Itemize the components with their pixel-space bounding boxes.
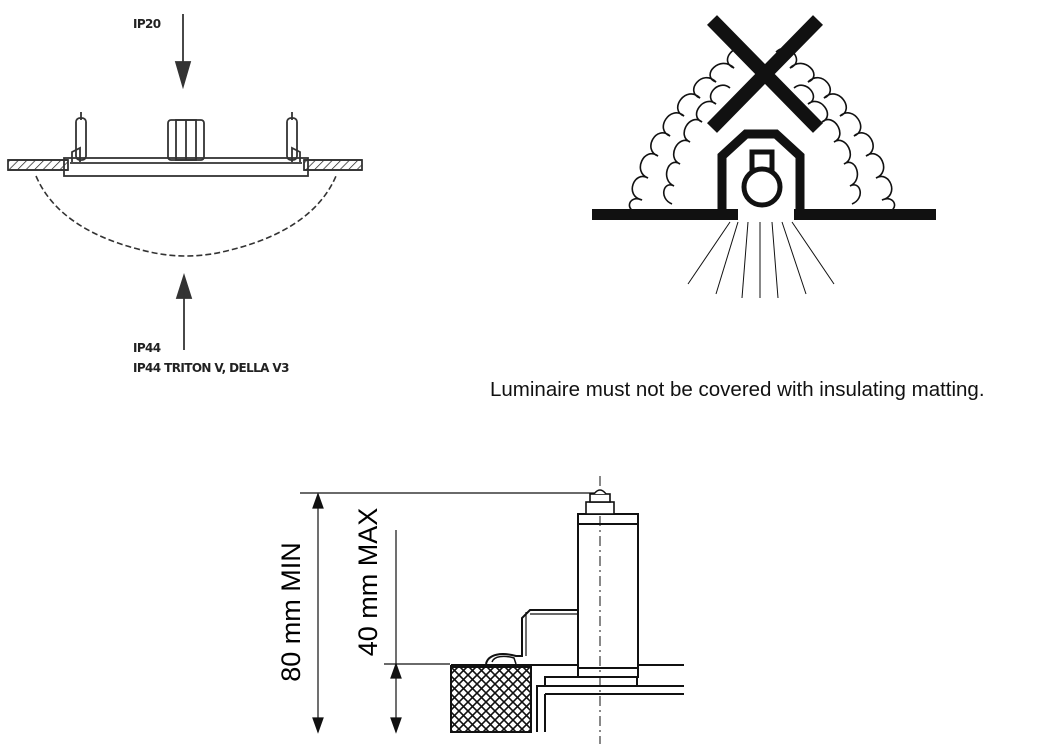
spring-bracket bbox=[485, 609, 580, 665]
insulation-coil-left bbox=[628, 47, 749, 215]
light-rays bbox=[687, 221, 835, 299]
ip-top-arrow bbox=[174, 14, 192, 90]
ip-bottom-sublabel: IP44 TRITON V, DELLA V3 bbox=[133, 361, 289, 375]
insulation-block bbox=[450, 665, 532, 733]
ip-bottom-label: IP44 bbox=[133, 341, 161, 355]
prohibited-x-icon bbox=[707, 15, 823, 133]
lamp-bulb-icon bbox=[741, 149, 783, 208]
ceiling-board-left bbox=[592, 209, 738, 220]
dimension-40mm-label: 40 mm MAX bbox=[353, 508, 383, 657]
diffuser-dome bbox=[35, 175, 337, 257]
screw-head-icon bbox=[585, 489, 615, 515]
dimension-80mm-line bbox=[300, 492, 598, 734]
luminaire-housing bbox=[717, 129, 805, 216]
ceiling-slab bbox=[7, 159, 363, 171]
insulation-coil-right bbox=[775, 47, 896, 215]
mounting-clips bbox=[75, 112, 298, 161]
insulation-warning-caption: Luminaire must not be covered with insul… bbox=[490, 378, 985, 401]
ceiling-luminaire-figure bbox=[7, 14, 363, 350]
ip-bottom-arrow bbox=[175, 273, 193, 350]
ceiling-board-right bbox=[794, 209, 936, 220]
luminaire-cylinder bbox=[577, 513, 639, 678]
dimension-40mm-line bbox=[384, 530, 450, 734]
ip-top-label: IP20 bbox=[133, 17, 161, 31]
mounting-dimension-figure bbox=[300, 476, 684, 744]
dimension-80mm-label: 80 mm MIN bbox=[276, 542, 306, 682]
no-insulation-figure bbox=[592, 15, 936, 299]
